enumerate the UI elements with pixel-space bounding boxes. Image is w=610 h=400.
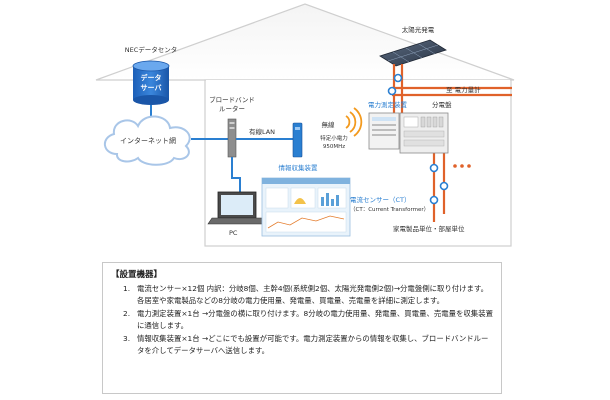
solar-label: 太陽光発電 (402, 25, 435, 34)
data-server-label-1: データ (141, 73, 162, 82)
spec-title: 【設置機器】 (111, 270, 163, 280)
spec-list: 1. 電流センサー×12個 内訳：分岐8個、主幹4個(系統側2個、太陽光発電側2… (123, 283, 493, 358)
to-meter-label: 至 電力量計 (446, 85, 481, 94)
distribution-board-icon (399, 112, 449, 154)
info-collector-label: 情報収集装置 (279, 163, 319, 172)
internet-label: インターネット網 (120, 136, 176, 145)
spec-item-text: 電力測定装置×1台 →分電盤の横に取り付けます。8分岐の電力使用量、発電量、買電… (137, 309, 493, 330)
data-server-icon: データ サーバ (132, 60, 170, 105)
current-sensor-sub-label: （CT：Current Transformer） (350, 206, 429, 213)
dashboard-screenshot (261, 177, 351, 237)
more-branches-dots (453, 164, 471, 168)
internet-cloud-icon (104, 115, 191, 166)
router-label-2: ルーター (219, 104, 245, 113)
router-pc-link (231, 157, 241, 192)
equipment-spec-box: 【設置機器】 1. 電流センサー×12個 内訳：分岐8個、主幹4個(系統側2個、… (102, 262, 502, 394)
wireless-label: 無線 (322, 120, 336, 129)
spec-item: 1. 電流センサー×12個 内訳：分岐8個、主幹4個(系統側2個、太陽光発電側2… (123, 283, 493, 306)
solar-panel-icon (379, 39, 447, 67)
distribution-board-label: 分電盤 (432, 100, 452, 109)
spec-item-number: 1. (123, 284, 131, 293)
system-diagram: データ サーバ NECデータセンタ インターネット網 ブロードバンド ルーター … (95, 3, 515, 247)
wireless-wave-icon (345, 107, 363, 137)
nec-datacenter-label: NECデータセンタ (125, 45, 178, 54)
spec-item-number: 2. (123, 309, 131, 318)
spec-item-number: 3. (123, 334, 131, 343)
pc-laptop-icon (207, 191, 267, 225)
wireless-spec-label-2: 950MHz (323, 144, 345, 150)
current-sensor-label: 電流センサー（CT） (350, 195, 411, 204)
wired-lan-label: 有線LAN (249, 127, 275, 136)
current-sensor-icons (387, 73, 449, 205)
pc-label: PC (229, 229, 238, 237)
spec-item: 2. 電力測定装置×1台 →分電盤の横に取り付けます。8分岐の電力使用量、発電量… (123, 308, 493, 331)
spec-item-text: 情報収集装置×1台 →どこにでも設置が可能です。電力測定装置からの情報を収集し、… (137, 334, 489, 355)
data-server-label-2: サーバ (141, 84, 162, 92)
wireless-spec-label-1: 特定小電力 (320, 134, 348, 142)
power-meter-device-label: 電力測定装置 (368, 100, 408, 109)
spec-item-text: 電流センサー×12個 内訳：分岐8個、主幹4個(系統側2個、太陽光発電側2個)→… (137, 284, 488, 305)
spec-item: 3. 情報収集装置×1台 →どこにでも設置が可能です。電力測定装置からの情報を収… (123, 333, 493, 356)
power-meter-device-icon (368, 112, 400, 150)
appliance-units-label: 家電製品単位・部屋単位 (393, 224, 465, 233)
router-label-1: ブロードバンド (209, 95, 255, 104)
info-collector-icon (292, 122, 303, 158)
router-icon (227, 118, 237, 158)
